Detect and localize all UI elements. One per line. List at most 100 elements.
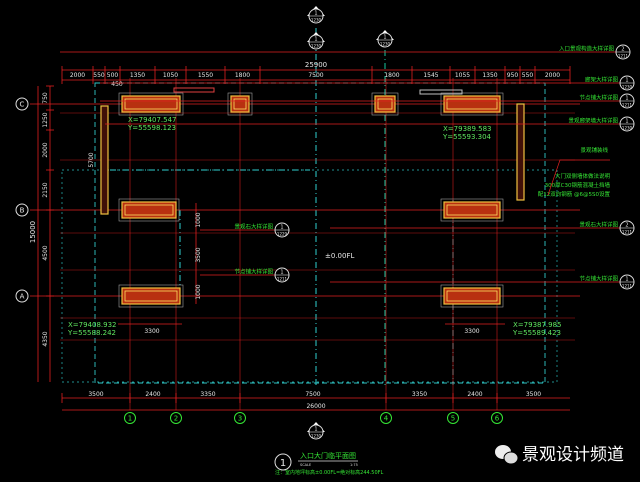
row-axis-label: C <box>20 101 25 109</box>
bubble-sheet: 1211 <box>622 284 633 289</box>
post-body <box>230 95 250 113</box>
bubble-sheet: 1211 <box>277 277 288 282</box>
row-axis-label: A <box>20 293 25 301</box>
coordinate-x: X=79407.547 <box>128 116 177 124</box>
col-axis-label: 2 <box>174 415 178 423</box>
post-body <box>121 201 177 219</box>
dim-wall-length: 5700 <box>88 152 95 167</box>
coordinate-x: X=79387.985 <box>513 321 562 329</box>
dim-left: 4350 <box>42 331 49 346</box>
canopy-left <box>173 87 215 93</box>
dim-right-width: 3300 <box>464 328 479 335</box>
post-inner <box>233 98 247 110</box>
dim-overall-left: 15000 <box>29 221 37 243</box>
bubble-number: 1 <box>625 277 628 283</box>
col-axis-label: 4 <box>384 415 389 423</box>
post-body <box>443 287 501 305</box>
dim-left-width: 3300 <box>144 328 159 335</box>
bubble-number: 1 <box>314 11 317 17</box>
grid-lines <box>30 78 580 410</box>
post-outline <box>227 92 253 116</box>
dim-overall-bottom: 26000 <box>306 403 325 410</box>
coordinate-x: X=79389.583 <box>443 125 492 133</box>
dim-bottom: 7500 <box>305 391 320 398</box>
col-axis-circle <box>234 412 246 424</box>
post <box>227 92 253 116</box>
dim-left: 4500 <box>42 245 49 260</box>
posts <box>118 92 504 308</box>
dim-top-sub: 450 <box>111 81 123 88</box>
row-axis-circle <box>15 289 29 303</box>
bubble-number: 1 <box>314 427 317 433</box>
dim-top: 550 <box>522 72 534 79</box>
post-inner <box>446 204 498 216</box>
dim-overall-top: 25900 <box>305 61 327 69</box>
post-inner <box>446 98 498 110</box>
bubble-number: 1 <box>280 270 283 276</box>
bubble-number: 1 <box>383 35 386 41</box>
note-text: 大门双侧墙体做法说明 <box>555 172 611 180</box>
bubble-number: 1 <box>625 96 628 102</box>
note-text: 300厚C30钢筋混凝土挡墙 <box>545 181 611 189</box>
dim-bottom: 3350 <box>200 391 215 398</box>
post-inner <box>124 290 178 302</box>
callout-label: 景观石大样详图 <box>234 223 273 231</box>
callout-label: 节点铺大样详图 <box>234 268 273 276</box>
scale-value: 1:75 <box>350 463 358 467</box>
post-outline <box>440 92 504 116</box>
right-wall <box>516 103 525 201</box>
dim-top: 1350 <box>130 72 145 79</box>
post-inner <box>377 98 393 110</box>
post-body <box>443 95 501 113</box>
bubble-number: 1 <box>280 225 283 231</box>
bubble-sheet: 1230 <box>311 434 322 439</box>
dim-left: 750 <box>42 92 49 104</box>
post-outline <box>440 198 504 222</box>
bubble-sheet: 1211 <box>618 54 629 59</box>
left-wall <box>100 105 109 215</box>
col-axis-label: 3 <box>238 415 242 423</box>
col-axis-circle <box>124 412 136 424</box>
post <box>440 92 504 116</box>
bubble-sheet: 1229 <box>277 232 288 237</box>
dim-left: 2000 <box>42 142 49 157</box>
bubble-sheet: 1230 <box>622 85 633 90</box>
callout-label: 廊架大样详图 <box>585 76 619 84</box>
dim-top: 1050 <box>163 72 178 79</box>
post-inner <box>446 290 498 302</box>
bubble-sheet: 1230 <box>311 18 322 23</box>
scale-label: SCALE <box>300 463 311 467</box>
note-text: 景观铺装线 <box>580 146 608 154</box>
post-body <box>121 287 181 305</box>
dim-inner-vertical: 1000 <box>195 212 202 227</box>
dim-top: 2000 <box>70 72 85 79</box>
post-outline <box>118 284 184 308</box>
dim-left: 2150 <box>42 182 49 197</box>
dim-bottom: 3500 <box>88 391 103 398</box>
col-axis-label: 5 <box>451 415 455 423</box>
dim-top: 1545 <box>423 72 438 79</box>
bubble-number: 2 <box>621 47 624 53</box>
drawing-title: 入口大门临平面图 <box>300 451 356 460</box>
coordinate-y: Y=55593.304 <box>442 133 492 141</box>
dim-top: 1055 <box>455 72 470 79</box>
post <box>118 198 180 222</box>
wechat-icon <box>495 445 519 465</box>
dim-left: 1250 <box>42 112 49 127</box>
dim-top: 2000 <box>545 72 560 79</box>
col-axis-circle <box>380 412 392 424</box>
